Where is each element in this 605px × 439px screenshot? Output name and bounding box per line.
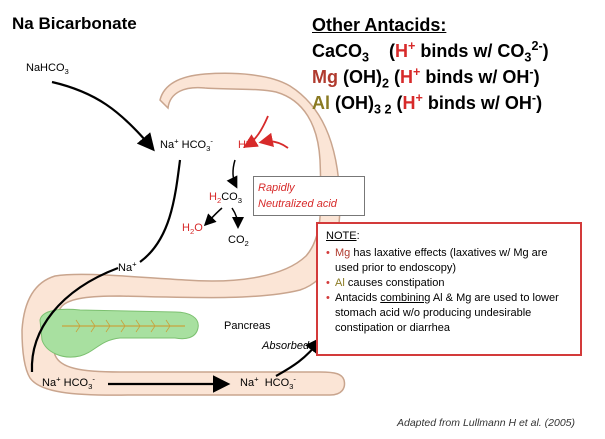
mgoh2-row: Mg (OH)2 (H+ binds w/ OH-) (312, 65, 540, 91)
note-title: NOTE: (326, 230, 360, 242)
pancreas-label: Pancreas (224, 320, 271, 332)
other-antacids-header: Other Antacids: (312, 15, 447, 35)
nahco3-label: NaHCO3 (26, 62, 69, 77)
hplus-label: H+ (238, 136, 251, 151)
note-item-al: Al causes constipation (326, 276, 572, 291)
rapid-neutralized-box: Rapidly Neutralized acid (253, 176, 365, 216)
arrow-to-h2o (203, 207, 223, 227)
arrow-h2co3-down (226, 159, 238, 189)
na-hco3-absorbed-label: Na+ HCO3- (240, 374, 296, 392)
arrow-na-down (30, 266, 119, 373)
h2o-label: H2O (182, 222, 203, 237)
na-hco3-duodenum-label: Na+ HCO3- (42, 374, 95, 392)
arrow-nahco3-down (139, 159, 182, 263)
note-list: Mg has laxative effects (laxatives w/ Mg… (326, 246, 572, 336)
page-title: Na Bicarbonate (12, 14, 137, 33)
other-antacids-panel: Other Antacids: CaCO3 (H+ binds w/ CO32-… (312, 12, 549, 116)
source-credit: Adapted from Lullmann H et al. (2005) (396, 417, 575, 429)
note-box: NOTE: Mg has laxative effects (laxatives… (316, 222, 582, 356)
arrow-to-co2 (231, 207, 244, 229)
note-item-combining: Antacids combining Al & Mg are used to l… (326, 291, 572, 336)
absorbed-label: Absorbed (262, 340, 310, 352)
na-hco3-stomach-label: Na+ HCO3- (160, 136, 213, 154)
rapid-line2: Neutralized acid (258, 198, 337, 210)
caco3-row: CaCO3 (H+ binds w/ CO32-) (312, 39, 549, 65)
rapid-line1: Rapidly (258, 182, 295, 194)
na-mid-label: Na+ (118, 259, 137, 274)
arrow-hplus-2 (258, 132, 289, 149)
co2-label: CO2 (228, 234, 249, 249)
h2co3-label: H2CO3 (209, 191, 243, 206)
duct-branches (75, 319, 171, 333)
pancreas-shape (39, 308, 199, 358)
note-item-mg: Mg has laxative effects (laxatives w/ Mg… (326, 246, 572, 276)
aloh3-row: Al (OH)3 2 (H+ binds w/ OH-) (312, 91, 543, 117)
arrow-nahco3-in (51, 80, 155, 152)
